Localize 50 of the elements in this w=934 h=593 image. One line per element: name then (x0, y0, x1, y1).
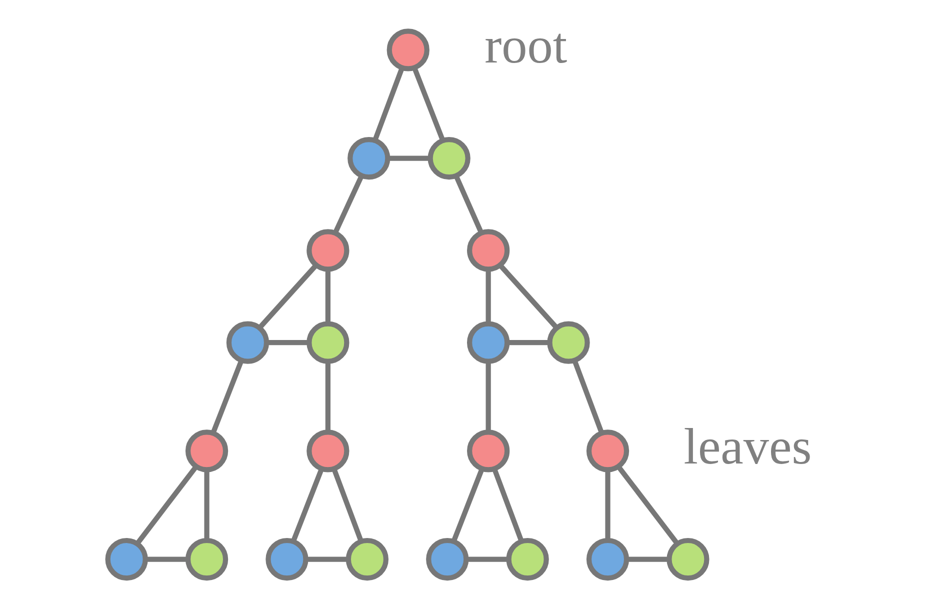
node-circle (306, 321, 350, 364)
connector (210, 360, 244, 434)
node-circle (348, 136, 390, 180)
node-circle (306, 430, 350, 472)
connector (266, 340, 309, 346)
node-circle (467, 321, 510, 364)
node-circle (386, 28, 430, 72)
connector (626, 556, 669, 562)
node-circle (185, 538, 228, 581)
node-circle (266, 538, 308, 581)
node-circle (666, 538, 710, 581)
connector (616, 465, 680, 546)
connector (372, 67, 404, 141)
node-circle (346, 538, 388, 581)
node-circle (428, 136, 470, 180)
node-circle (105, 538, 148, 581)
connector (466, 556, 508, 562)
connector (204, 470, 210, 540)
connector (507, 340, 550, 346)
node-circle (185, 430, 228, 472)
connector (332, 468, 364, 542)
node-circle (586, 430, 630, 472)
node-circle (426, 538, 469, 581)
node-circle (586, 538, 630, 581)
connector (451, 468, 484, 542)
connector (325, 362, 330, 432)
connector (145, 556, 188, 562)
connector (306, 556, 348, 562)
node-circle (547, 321, 590, 364)
connector (498, 264, 559, 330)
connector (135, 465, 198, 546)
connector (388, 156, 430, 161)
connector (492, 468, 524, 542)
label: leaves (684, 418, 812, 476)
label: root (484, 18, 568, 75)
node-circle (306, 229, 350, 272)
connector (454, 175, 484, 234)
connector (572, 360, 604, 434)
connector (605, 470, 610, 540)
connector (333, 175, 364, 234)
node-circle (226, 321, 270, 364)
node-circle (467, 229, 510, 272)
connector (412, 67, 445, 141)
connector (258, 264, 318, 330)
connector (486, 362, 491, 432)
connector (291, 468, 324, 542)
node-circle (506, 538, 549, 581)
connector (486, 269, 491, 324)
node-circle (467, 430, 510, 472)
connector (325, 269, 330, 324)
